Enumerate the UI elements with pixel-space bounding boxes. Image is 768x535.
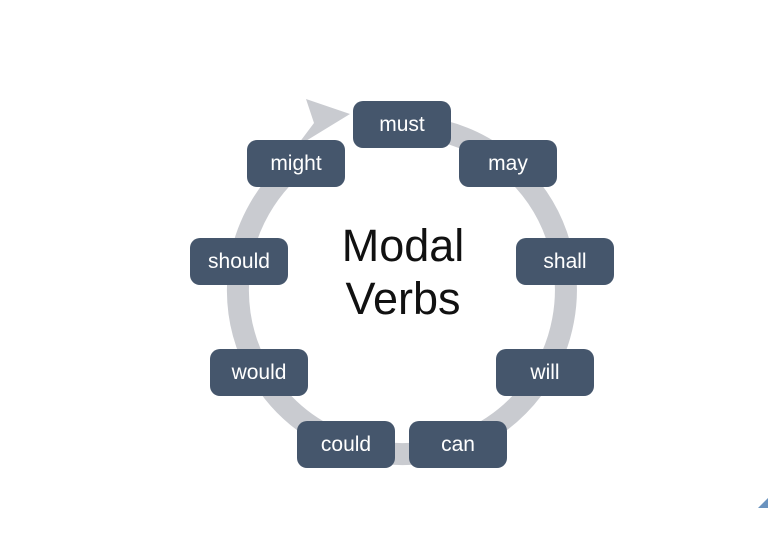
diagram-title-line-1: Modal — [341, 220, 465, 271]
corner-triangle-icon — [758, 498, 768, 508]
verb-box-can: can — [409, 421, 507, 468]
verb-box-must: must — [353, 101, 451, 148]
verb-box-will: will — [496, 349, 594, 396]
verb-box-may: may — [459, 140, 557, 187]
diagram-title-line-2: Verbs — [345, 273, 461, 324]
verb-box-should: should — [190, 238, 288, 285]
verb-box-would: would — [210, 349, 308, 396]
clockwise-arrowhead-icon — [296, 99, 350, 147]
diagram-title: Modal Verbs — [283, 219, 523, 325]
verb-box-shall: shall — [516, 238, 614, 285]
verb-box-could: could — [297, 421, 395, 468]
verb-box-might: might — [247, 140, 345, 187]
